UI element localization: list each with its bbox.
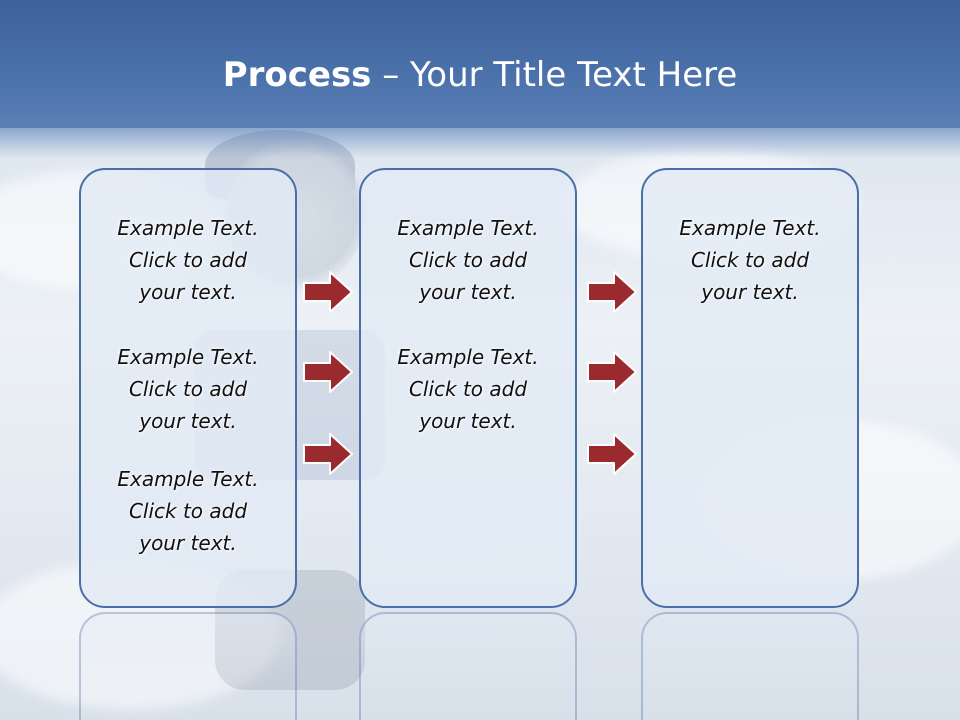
item-line: Example Text. <box>117 345 259 369</box>
arrow-right-icon[interactable] <box>586 270 638 314</box>
arrow-right-icon[interactable] <box>586 432 638 476</box>
process-column-1[interactable]: Example Text. Click to add your text. Ex… <box>79 168 297 608</box>
arrow-right-icon[interactable] <box>302 350 354 394</box>
item-line: Click to add <box>408 377 528 401</box>
item-line: Click to add <box>408 248 528 272</box>
column-2-item-2[interactable]: Example Text. Click to add your text. <box>361 341 575 437</box>
process-column-2[interactable]: Example Text. Click to add your text. Ex… <box>359 168 577 608</box>
title-band <box>0 0 960 128</box>
item-line: Example Text. <box>397 216 539 240</box>
title-bold-part: Process <box>222 55 372 95</box>
item-line: your text. <box>139 280 237 304</box>
item-line: your text. <box>139 409 237 433</box>
column-2-item-1[interactable]: Example Text. Click to add your text. <box>361 212 575 308</box>
item-line: Example Text. <box>397 345 539 369</box>
arrow-right-icon[interactable] <box>586 350 638 394</box>
column-1-item-1[interactable]: Example Text. Click to add your text. <box>81 212 295 308</box>
item-line: Click to add <box>128 499 248 523</box>
item-line: Click to add <box>690 248 810 272</box>
item-line: your text. <box>419 409 517 433</box>
item-line: Example Text. <box>117 216 259 240</box>
item-line: Click to add <box>128 248 248 272</box>
item-line: your text. <box>419 280 517 304</box>
arrow-right-icon[interactable] <box>302 270 354 314</box>
column-reflection <box>79 612 297 720</box>
column-reflection <box>359 612 577 720</box>
item-line: your text. <box>139 531 237 555</box>
title-band-fade <box>0 118 960 158</box>
process-column-3[interactable]: Example Text. Click to add your text. <box>641 168 859 608</box>
slide-title[interactable]: Process – Your Title Text Here <box>0 52 960 98</box>
title-rest-part: – Your Title Text Here <box>371 55 738 95</box>
item-line: Example Text. <box>117 467 259 491</box>
arrow-right-icon[interactable] <box>302 432 354 476</box>
item-line: Example Text. <box>679 216 821 240</box>
column-1-item-2[interactable]: Example Text. Click to add your text. <box>81 341 295 437</box>
item-line: Click to add <box>128 377 248 401</box>
column-3-item-1[interactable]: Example Text. Click to add your text. <box>643 212 857 308</box>
column-reflection <box>641 612 859 720</box>
item-line: your text. <box>701 280 799 304</box>
column-1-item-3[interactable]: Example Text. Click to add your text. <box>81 463 295 559</box>
